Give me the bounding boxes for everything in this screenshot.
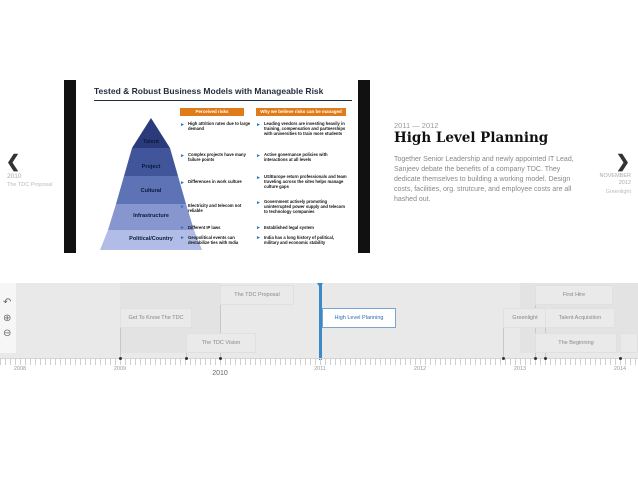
timeline-dot	[502, 357, 505, 360]
risk-item: Complex projects have many failure point…	[188, 152, 246, 162]
timeline-current-indicator	[319, 283, 322, 360]
timeline-year: 2011	[314, 366, 326, 372]
next-slide-date[interactable]: NOVEMBER 2012	[599, 173, 631, 186]
slide-body-text: Together Senior Leadership and newly app…	[394, 156, 574, 203]
timeline-year: 2014	[613, 366, 627, 372]
mitigation-item: Government actively promoting uninterrup…	[264, 199, 345, 214]
timeline-navigator[interactable]: ↶ ⊕ ⊖ The TDC Proposal Get To Know The T…	[0, 283, 638, 359]
prev-slide-date[interactable]: 2010	[7, 173, 22, 180]
timeline-dot	[534, 357, 537, 360]
bullet-arrow-icon: ►	[180, 235, 185, 241]
slide-media: Tested & Robust Business Models with Man…	[64, 80, 370, 253]
marker-line	[503, 308, 504, 357]
bullet-arrow-icon: ►	[180, 225, 185, 231]
risk-item: High attrition rates due to large demand	[188, 121, 251, 131]
slide-headline: High Level Planning	[394, 130, 549, 146]
timeline-marker-high-level-planning[interactable]: High Level Planning	[322, 308, 396, 328]
bullet-arrow-icon: ►	[256, 225, 261, 231]
chevron-left-icon[interactable]: ❮	[6, 152, 21, 171]
timeline-marker-talent-acquisition[interactable]: Talent Acquisition	[545, 308, 615, 328]
timeline-current-caret	[317, 283, 323, 288]
timeline-dot	[185, 357, 188, 360]
zoom-out-icon[interactable]: ⊖	[3, 328, 12, 339]
risk-item: Geopolitical events can destabilize ties…	[188, 235, 239, 245]
timeline-tools: ↶ ⊕ ⊖	[0, 283, 16, 353]
timeline-marker-greenlight[interactable]: Greenlight	[503, 308, 547, 328]
timeline-marker-the-beginning[interactable]: The Beginning	[535, 333, 617, 353]
pyramid-level-project: Project	[141, 164, 161, 170]
timeline-dot	[219, 357, 222, 360]
timeline-marker-tdc-proposal[interactable]: The TDC Proposal	[220, 285, 294, 305]
bullet-arrow-icon: ►	[256, 122, 261, 128]
bullet-arrow-icon: ►	[180, 153, 185, 159]
pyramid-level-infrastructure: Infrastructure	[133, 213, 169, 219]
risk-item: Electricity and telecom not reliable	[188, 203, 242, 213]
timeline-year-major: 2010	[212, 370, 228, 377]
timeline-ruler[interactable]	[0, 359, 638, 365]
bullet-arrow-icon: ►	[256, 175, 261, 181]
chevron-right-icon[interactable]: ❯	[615, 152, 630, 171]
risk-item: Different IP laws	[188, 225, 221, 230]
timeline-marker-offscreen[interactable]	[620, 333, 638, 353]
mitigation-item: India has a long history of political, m…	[264, 235, 335, 245]
next-slide-title[interactable]: Greenlight	[605, 189, 631, 195]
timeline-marker-get-to-know[interactable]: Get To Know The TDC	[120, 308, 192, 328]
marker-line	[220, 285, 221, 357]
bullet-arrow-icon: ►	[180, 122, 185, 128]
risk-item: Differences in work culture	[188, 179, 242, 184]
risk-pyramid	[100, 118, 202, 250]
bullet-arrow-icon: ►	[180, 180, 185, 186]
mitigation-item: Active governance policies with interact…	[264, 152, 328, 162]
marker-line	[545, 308, 546, 357]
bullet-arrow-icon: ►	[256, 235, 261, 241]
timeline-year: 2008	[13, 366, 27, 372]
risks-column-header: Perceived risks	[180, 108, 244, 116]
pyramid-level-cultural: Cultural	[140, 188, 162, 194]
back-arrow-icon[interactable]: ↶	[3, 297, 12, 308]
mitigation-item: Leading vendors are investing heavily in…	[264, 121, 346, 136]
timeline-marker-tdc-vision[interactable]: The TDC Vision	[186, 333, 256, 353]
timeline-dot	[544, 357, 547, 360]
timeline-ruler-base	[0, 358, 638, 359]
mitigation-item: Established legal system	[264, 225, 314, 230]
zoom-in-icon[interactable]: ⊕	[3, 313, 12, 324]
slide-card: Tested & Robust Business Models with Man…	[76, 80, 358, 253]
slide-image-title: Tested & Robust Business Models with Man…	[94, 86, 324, 96]
slide-date-range: 2011 — 2012	[394, 121, 439, 130]
timeline-dot	[619, 357, 622, 360]
slide-title-rule	[94, 100, 352, 101]
timeline-year: 2013	[513, 366, 527, 372]
bullet-arrow-icon: ►	[256, 200, 261, 206]
timeline-year: 2012	[413, 366, 427, 372]
marker-line	[120, 308, 121, 357]
bullet-arrow-icon: ►	[256, 153, 261, 159]
bullet-arrow-icon: ►	[180, 204, 185, 210]
prev-slide-title[interactable]: The TDC Proposal	[7, 182, 53, 188]
mitigations-column-header: Why we believe risks can be managed	[256, 108, 346, 116]
timeline-dot	[119, 357, 122, 360]
mitigation-item: US/Europe return professionals and team …	[264, 174, 347, 189]
timeline-marker-first-hire[interactable]: First Hire	[535, 285, 613, 305]
pyramid-level-political: Political/Country	[129, 236, 173, 242]
pyramid-level-talent: Talent	[143, 139, 159, 145]
timeline-year: 2009	[113, 366, 127, 372]
